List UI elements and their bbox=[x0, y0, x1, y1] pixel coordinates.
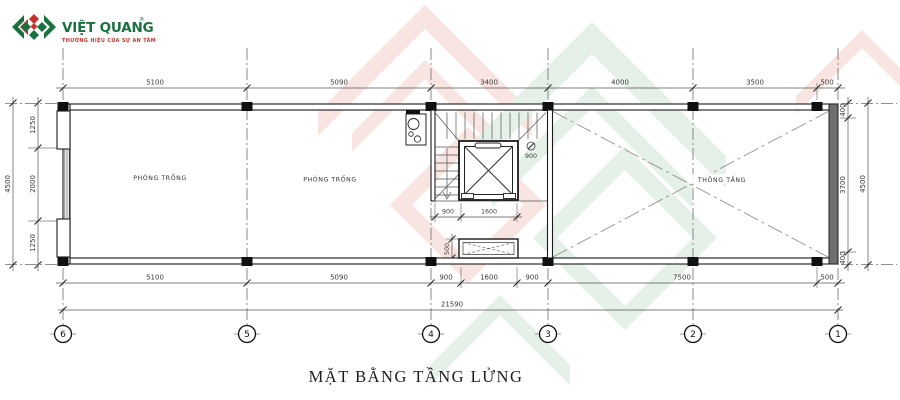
watermark-chevron bbox=[318, 5, 532, 136]
elevator-shaft bbox=[458, 140, 519, 201]
left-window-panel bbox=[56, 218, 71, 258]
room-label: PHÒNG TRỐNG bbox=[303, 174, 357, 184]
dim-label: 400 bbox=[839, 103, 847, 116]
grid-axes bbox=[5, 48, 897, 325]
passage-marker bbox=[526, 141, 536, 151]
dim-label: 500 bbox=[820, 79, 833, 87]
dim-total-label: 4500 bbox=[859, 175, 867, 193]
watermark-chevron bbox=[796, 30, 900, 114]
staircase bbox=[434, 112, 547, 200]
grid-number: 2 bbox=[690, 330, 696, 340]
watermark-pattern bbox=[318, 5, 900, 385]
grid-bubble bbox=[237, 324, 257, 344]
dim-label: 500 bbox=[820, 274, 833, 282]
dim-label: 900 bbox=[442, 209, 454, 216]
dim-label: 500 bbox=[444, 243, 451, 255]
grid-bubble bbox=[828, 324, 848, 344]
watermark-diamond bbox=[533, 146, 717, 330]
grid-bubble bbox=[53, 324, 73, 344]
dim-label: 5100 bbox=[146, 274, 164, 282]
grid-number: 5 bbox=[244, 330, 250, 340]
grid-number: 4 bbox=[428, 330, 434, 340]
dimension-labels: 5100 5090 3400 4000 3500 500 5100 5090 9… bbox=[4, 79, 867, 309]
logo-registered-mark: ® bbox=[139, 16, 145, 23]
bottom-wall bbox=[62, 257, 839, 265]
dim-label: 1250 bbox=[29, 116, 37, 134]
grid-bubble bbox=[538, 324, 558, 344]
dim-label: 7500 bbox=[673, 274, 691, 282]
building-shell bbox=[56, 102, 839, 266]
dim-total-label: 4500 bbox=[4, 175, 12, 193]
dim-total-label: 21590 bbox=[441, 301, 463, 309]
extension-lines bbox=[28, 83, 856, 288]
void-cross bbox=[552, 111, 829, 258]
stair-risers-top bbox=[446, 112, 538, 139]
dim-label: 3400 bbox=[480, 79, 498, 87]
elevator-door-jamb bbox=[461, 193, 474, 199]
logo-brand-text: VIỆT QUANG bbox=[62, 18, 154, 36]
columns bbox=[57, 102, 823, 266]
grid-bubble bbox=[683, 324, 703, 344]
grid-bubble bbox=[421, 324, 441, 344]
dim-label: 900 bbox=[525, 274, 538, 282]
elevator-counterweight bbox=[474, 142, 502, 149]
left-window-panel bbox=[56, 110, 71, 150]
grid-horizontal-lines bbox=[5, 103, 897, 265]
left-glazing-lines bbox=[64, 149, 70, 219]
watermark-chevron bbox=[492, 86, 692, 208]
dimension-lines bbox=[9, 83, 872, 314]
dim-label: 900 bbox=[439, 274, 452, 282]
viet-quang-logo: VIỆT QUANG ® THƯƠNG HIỆU CỦA SỰ AN TÂM bbox=[12, 14, 156, 44]
room-label: PHÒNG TRỐNG bbox=[133, 172, 187, 182]
grid-number: 1 bbox=[835, 330, 841, 340]
grid-bubbles: 6 5 4 3 2 1 bbox=[50, 324, 851, 344]
grid-number: 6 bbox=[60, 330, 66, 340]
dim-label: 3700 bbox=[839, 176, 847, 194]
grid3-wall bbox=[546, 109, 554, 259]
drawing-title: MẶT BẰNG TẦNG LỬNG bbox=[309, 367, 524, 386]
dim-label: 1250 bbox=[29, 234, 37, 252]
dim-label: 2000 bbox=[29, 175, 37, 193]
logo-tagline: THƯƠNG HIỆU CỦA SỰ AN TÂM bbox=[62, 36, 156, 44]
dim-label: 900 bbox=[525, 153, 537, 160]
grid-number: 3 bbox=[545, 330, 551, 340]
dim-label: 3500 bbox=[746, 79, 764, 87]
right-wall bbox=[828, 103, 839, 265]
dim-label: 5100 bbox=[146, 79, 164, 87]
elevator-door-jamb bbox=[503, 193, 516, 199]
stair-core-left-wall bbox=[430, 109, 436, 202]
planter-box bbox=[458, 238, 519, 259]
elevator-cross bbox=[464, 146, 513, 195]
dimension-ticks bbox=[9, 84, 872, 314]
dim-label: 5090 bbox=[330, 274, 348, 282]
logo-mark-icon bbox=[12, 14, 56, 40]
wc-fixture bbox=[405, 110, 427, 146]
stair-walk-line bbox=[442, 148, 452, 200]
void-label: THÔNG TẦNG bbox=[697, 174, 746, 184]
dim-label: 400 bbox=[839, 251, 847, 264]
dim-label: 1600 bbox=[481, 209, 497, 216]
dim-label: 5090 bbox=[330, 79, 348, 87]
dim-label: 4000 bbox=[611, 79, 629, 87]
top-wall bbox=[62, 103, 839, 111]
dim-label: 1600 bbox=[480, 274, 498, 282]
